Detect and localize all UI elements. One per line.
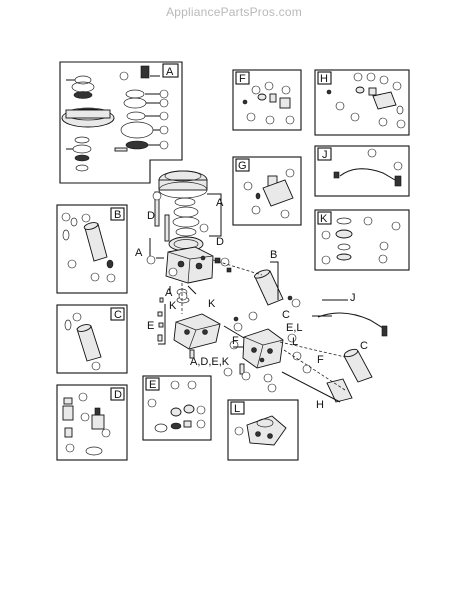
callout-adek: A,D,E,K [190, 356, 230, 368]
callout-f-center: F [232, 335, 239, 347]
panel-a: A [59, 61, 183, 184]
callout-k-left: K [169, 300, 177, 312]
callout-e-left: E [147, 320, 154, 332]
panel-k: K [314, 209, 410, 271]
panel-h: H [314, 69, 410, 136]
callout-a-middle: A [165, 287, 173, 299]
panel-d-label: D [114, 389, 122, 401]
panel-l: L [227, 399, 299, 461]
panel-e: E [142, 375, 212, 441]
callout-c-center: C [282, 309, 290, 321]
main-pump-assembly [146, 170, 388, 403]
callout-l-center: L [292, 336, 298, 348]
callout-j-center: J [350, 292, 356, 304]
panel-c: C [56, 304, 128, 374]
callout-d-top: D [216, 236, 224, 248]
panel-h-label: H [320, 73, 328, 85]
panel-l-label: L [234, 403, 240, 415]
callout-k-right: K [208, 298, 216, 310]
panel-c-label: C [114, 309, 122, 321]
panel-d: D [56, 384, 128, 461]
leader-lines [149, 193, 348, 403]
panel-g-label: G [238, 160, 247, 172]
callout-f-right: F [317, 354, 324, 366]
panel-f-label: F [239, 73, 246, 85]
panel-b-label: B [114, 209, 121, 221]
callout-el: E,L [286, 322, 303, 334]
panel-b: B [56, 204, 128, 294]
panel-j: J [314, 145, 410, 197]
panel-f: F [232, 69, 302, 131]
callout-c-right: C [360, 340, 368, 352]
callout-a-left: A [135, 247, 143, 259]
panel-a-label: A [166, 66, 174, 78]
callout-h-center: H [316, 399, 324, 411]
watermark: AppliancePartsPros.com [166, 5, 302, 19]
panel-j-label: J [322, 149, 328, 161]
panel-e-label: E [149, 379, 156, 391]
callout-d-left: D [147, 210, 155, 222]
callout-a-top: A [216, 197, 224, 209]
callout-b-center: B [270, 249, 277, 261]
panel-k-label: K [320, 213, 328, 225]
panel-g: G [232, 156, 302, 226]
